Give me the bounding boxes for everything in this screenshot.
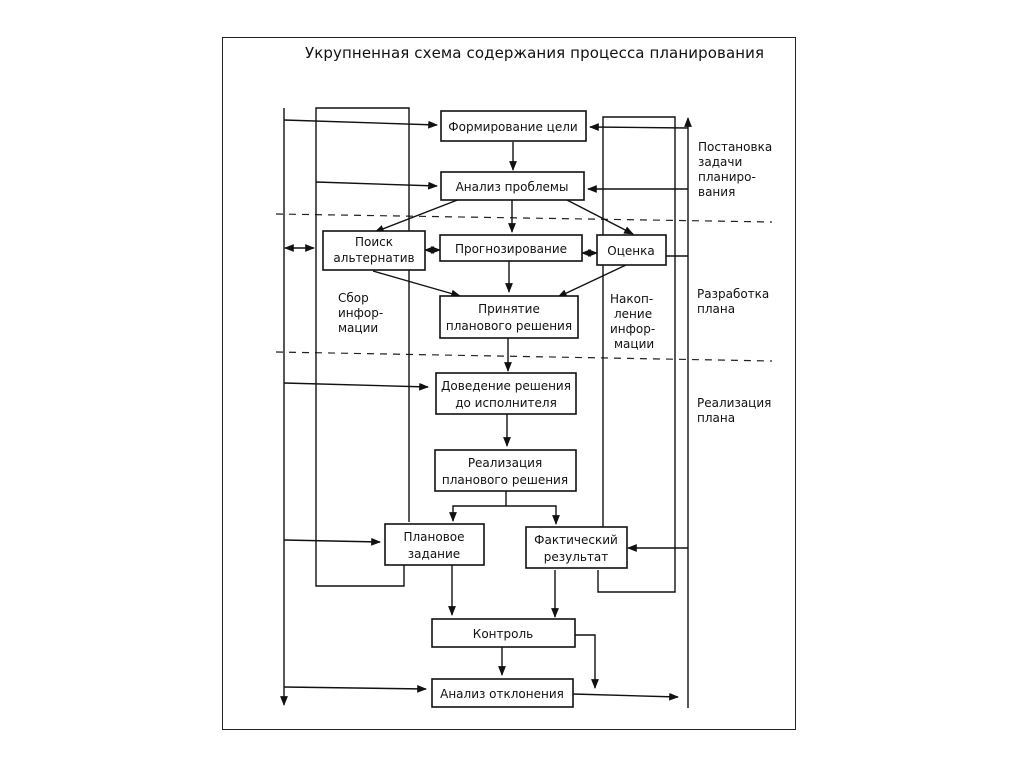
- label-info-collection: Сбор инфор- мации: [338, 291, 383, 335]
- box-plan-decision: Принятие планового решения: [439, 295, 579, 339]
- stage-label-line: задачи: [698, 155, 742, 169]
- side-label-line: инфор-: [610, 322, 655, 336]
- side-label-line: Сбор: [338, 291, 369, 305]
- side-label-line: Накоп-: [610, 292, 653, 306]
- box-label: планового решения: [446, 319, 572, 333]
- arrow-to-problem: [315, 181, 438, 190]
- box-label: Анализ отклонения: [440, 687, 564, 701]
- box-plan-task: Плановое задание: [384, 523, 485, 566]
- box-label: Поиск: [355, 235, 393, 249]
- box-label: до исполнителя: [455, 396, 557, 410]
- box-label: Плановое: [403, 530, 464, 544]
- box-label: планового решения: [442, 473, 568, 487]
- box-actual-result: Фактический результат: [525, 526, 628, 569]
- box-label: Реализация: [468, 456, 542, 470]
- box-decision-implementation: Реализация планового решения: [434, 449, 577, 492]
- box-decision-delivery: Доведение решения до исполнителя: [435, 372, 577, 415]
- box-label: Прогнозирование: [455, 242, 567, 256]
- stage-label-line: Постановка: [698, 140, 772, 154]
- arrow-split-plan-task: [449, 505, 506, 522]
- box-label: Формирование цели: [448, 120, 577, 134]
- arrow-to-delivery: [283, 382, 429, 391]
- arrow-search-decision: [372, 270, 461, 298]
- side-label-line: ление: [614, 307, 652, 321]
- box-label: альтернатив: [333, 251, 414, 265]
- box-label: Фактический: [534, 533, 618, 547]
- side-label-line: мации: [338, 321, 378, 335]
- box-label: Контроль: [473, 627, 533, 641]
- stage-label-line: Разработка: [697, 287, 769, 301]
- stage-label-line: вания: [698, 185, 735, 199]
- stage-label-plan-implementation: Реализация плана: [697, 396, 771, 425]
- arrow-control-bypass: [575, 634, 599, 689]
- arrow-split-result: [506, 505, 560, 525]
- arrow-to-plan-task: [283, 537, 381, 546]
- box-alternatives-search: Поиск альтернатив: [322, 230, 426, 271]
- arrow-right-to-goal: [589, 123, 689, 132]
- box-goal-formation: Формирование цели: [440, 110, 587, 142]
- box-label: результат: [544, 550, 609, 564]
- diagram-title: Укрупненная схема содержания процесса пл…: [305, 44, 765, 62]
- side-label-line: мации: [614, 337, 654, 351]
- stage-label-line: плана: [697, 302, 735, 316]
- arrow-to-goal: [283, 119, 438, 129]
- box-problem-analysis: Анализ проблемы: [440, 171, 585, 201]
- arrow-to-deviation: [283, 684, 427, 693]
- info-accumulation-loop: [597, 116, 676, 593]
- side-label-line: инфор-: [338, 306, 383, 320]
- stage-label-line: плана: [697, 411, 735, 425]
- box-forecasting: Прогнозирование: [439, 234, 583, 262]
- stage-label-plan-development: Разработка плана: [697, 287, 769, 316]
- box-deviation-analysis: Анализ отклонения: [431, 678, 574, 708]
- arrow-evaluation-decision: [557, 264, 627, 298]
- arrow-deviation-out: [572, 692, 679, 701]
- stage-divider-1: [275, 213, 773, 223]
- box-label: Оценка: [607, 244, 654, 258]
- stage-label-line: Реализация: [697, 396, 771, 410]
- stage-label-line: планиро-: [698, 170, 756, 184]
- box-control: Контроль: [431, 618, 576, 648]
- arrow-problem-evaluation: [564, 198, 634, 235]
- box-label: Принятие: [478, 302, 540, 316]
- box-label: Доведение решения: [441, 379, 571, 393]
- arrow-problem-search: [374, 198, 461, 233]
- stage-divider-2: [275, 351, 773, 362]
- box-evaluation: Оценка: [596, 234, 667, 266]
- box-label: Анализ проблемы: [456, 180, 569, 194]
- stage-label-problem-setting: Постановка задачи планиро- вания: [698, 140, 772, 199]
- info-collection-loop: [315, 107, 410, 587]
- label-info-accumulation: Накоп- ление инфор- мации: [610, 292, 655, 351]
- box-label: задание: [408, 547, 460, 561]
